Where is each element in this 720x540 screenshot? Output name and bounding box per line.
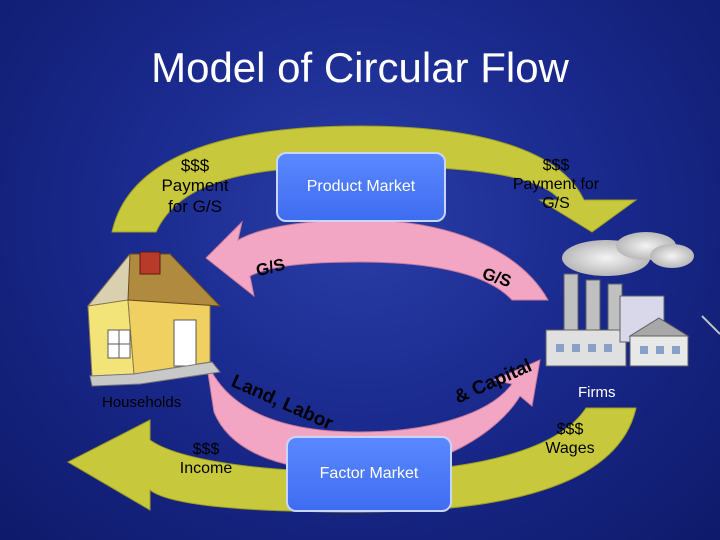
payment-right-text: Payment for G/S (512, 176, 600, 213)
house-icon (86, 251, 222, 387)
firms-label: Firms (578, 384, 616, 401)
income-amount: $$$ (192, 441, 220, 458)
payment-right-label: $$$ Payment for G/S (498, 156, 614, 214)
product-market-label: Product Market (306, 178, 416, 195)
goods-arrow-top (205, 219, 549, 301)
payment-arrow-top (111, 125, 638, 233)
income-text: Income (179, 460, 233, 478)
page-title: Model of Circular Flow (151, 44, 569, 91)
payment-right-amount: $$$ (542, 157, 570, 174)
payment-left-label: $$$ Payment for G/S (140, 156, 250, 217)
wages-label: $$$ Wages (534, 420, 606, 458)
product-market-box: Product Market (276, 152, 446, 222)
payment-left-amount: $$$ (180, 156, 210, 175)
income-arrow-bottom (66, 407, 637, 513)
income-label: $$$ Income (170, 440, 242, 478)
payment-left-text: Payment for G/S (161, 176, 229, 216)
factor-market-box: Factor Market (286, 436, 452, 512)
factor-market-label: Factor Market (319, 465, 419, 482)
factory-icon (545, 232, 720, 367)
wages-amount: $$$ (556, 421, 584, 438)
wages-text: Wages (545, 440, 595, 458)
households-label: Households (102, 394, 182, 411)
